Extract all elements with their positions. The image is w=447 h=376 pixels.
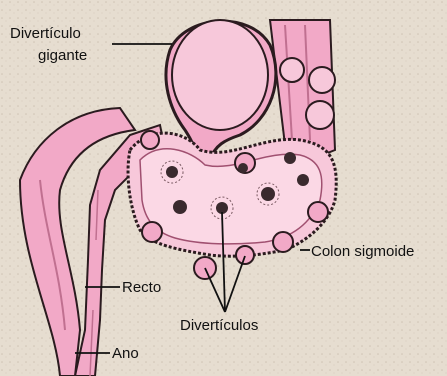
label-giant-diverticulum-line1: Divertículo	[10, 25, 81, 42]
label-diverticula: Divertículos	[180, 317, 258, 334]
label-rectum: Recto	[122, 279, 161, 296]
label-sigmoid-colon: Colon sigmoide	[311, 243, 414, 260]
label-anus: Ano	[112, 345, 139, 362]
label-giant-diverticulum-line2: gigante	[38, 47, 87, 64]
